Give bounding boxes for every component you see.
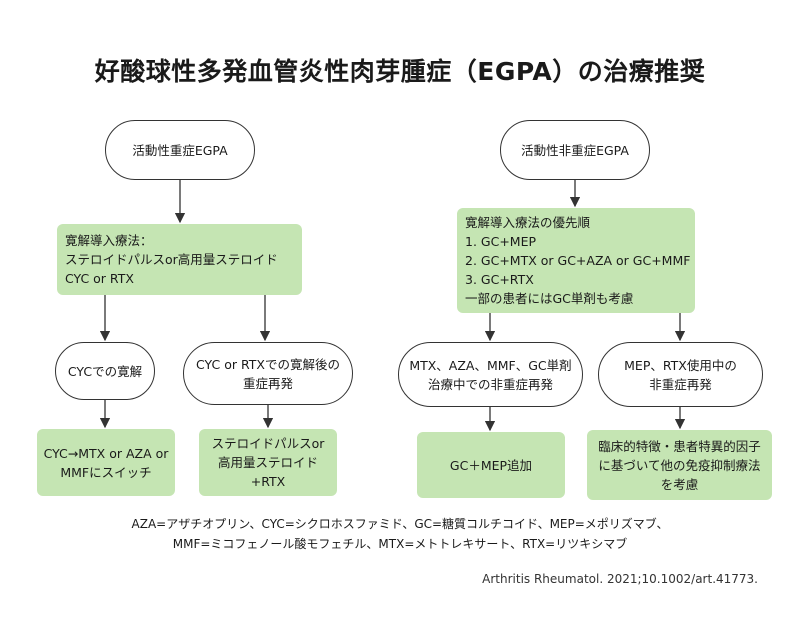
- citation: Arthritis Rheumatol. 2021;10.1002/art.41…: [482, 572, 758, 586]
- left-result-a-line: MMFにスイッチ: [60, 464, 152, 480]
- right-result-b-box: 臨床的特徴・患者特異的因子 に基づいて他の免疫抑制療法 を考慮: [587, 430, 772, 500]
- right-induction-line: 一部の患者にはGC単剤も考慮: [465, 291, 634, 306]
- page-title: 好酸球性多発血管炎性肉芽腫症（EGPA）の治療推奨: [94, 57, 706, 86]
- left-start-label: 活動性重症EGPA: [132, 142, 228, 158]
- right-induction-line: 2. GC+MTX or GC+AZA or GC+MMF: [465, 253, 691, 268]
- left-branch-b-line: CYC or RTXでの寛解後の: [196, 356, 340, 372]
- right-induction-line: 寛解導入療法の優先順: [465, 215, 591, 230]
- right-induction-line: 3. GC+RTX: [465, 272, 534, 287]
- right-branch-a-line: MTX、AZA、MMF、GC単剤: [409, 357, 572, 373]
- right-result-a-box: GC＋MEP追加: [417, 432, 565, 498]
- abbreviation-legend: AZA=アザチオプリン、CYC=シクロホスファミド、GC=糖質コルチコイド、ME…: [0, 514, 800, 554]
- right-result-b-line: 臨床的特徴・患者特異的因子: [598, 438, 761, 454]
- left-result-b-line: +RTX: [250, 474, 286, 489]
- left-branch-a-label: CYCでの寛解: [67, 363, 143, 379]
- right-result-b-line: に基づいて他の免疫抑制療法: [598, 457, 761, 473]
- right-result-b-line: を考慮: [660, 476, 699, 492]
- left-result-b-line: ステロイドパルスor: [211, 436, 325, 451]
- right-induction-line: 1. GC+MEP: [465, 234, 537, 249]
- left-branch-a-node: CYCでの寛解: [55, 342, 155, 400]
- right-induction-box: 寛解導入療法の優先順 1. GC+MEP 2. GC+MTX or GC+AZA…: [457, 208, 695, 313]
- left-start-node: 活動性重症EGPA: [105, 120, 255, 180]
- left-result-a-box: CYC→MTX or AZA or MMFにスイッチ: [37, 429, 175, 496]
- left-branch-b-line: 重症再発: [242, 375, 293, 391]
- right-start-label: 活動性非重症EGPA: [521, 142, 629, 158]
- right-branch-b-node: MEP、RTX使用中の 非重症再発: [598, 342, 763, 407]
- left-result-b-line: 高用量ステロイド: [217, 455, 318, 470]
- legend-line: MMF=ミコフェノール酸モフェチル、MTX=メトトレキサート、RTX=リツキシマ…: [172, 537, 628, 551]
- right-branch-b-line: 非重症再発: [649, 376, 712, 392]
- left-induction-line: ステロイドパルスor高用量ステロイド: [65, 252, 278, 267]
- right-result-a-label: GC＋MEP追加: [449, 457, 533, 473]
- legend-line: AZA=アザチオプリン、CYC=シクロホスファミド、GC=糖質コルチコイド、ME…: [131, 517, 669, 531]
- right-branch-b-line: MEP、RTX使用中の: [624, 357, 737, 373]
- right-branch-a-line: 治療中での非重症再発: [427, 376, 553, 392]
- right-start-node: 活動性非重症EGPA: [500, 120, 650, 180]
- left-result-a-line: CYC→MTX or AZA or: [43, 445, 169, 461]
- left-induction-line: CYC or RTX: [65, 271, 134, 286]
- right-branch-a-node: MTX、AZA、MMF、GC単剤 治療中での非重症再発: [398, 342, 583, 407]
- left-branch-b-node: CYC or RTXでの寛解後の 重症再発: [183, 342, 353, 405]
- left-induction-box: 寛解導入療法： ステロイドパルスor高用量ステロイド CYC or RTX: [57, 224, 302, 295]
- left-induction-line: 寛解導入療法：: [65, 233, 153, 248]
- left-result-b-box: ステロイドパルスor 高用量ステロイド +RTX: [199, 429, 337, 496]
